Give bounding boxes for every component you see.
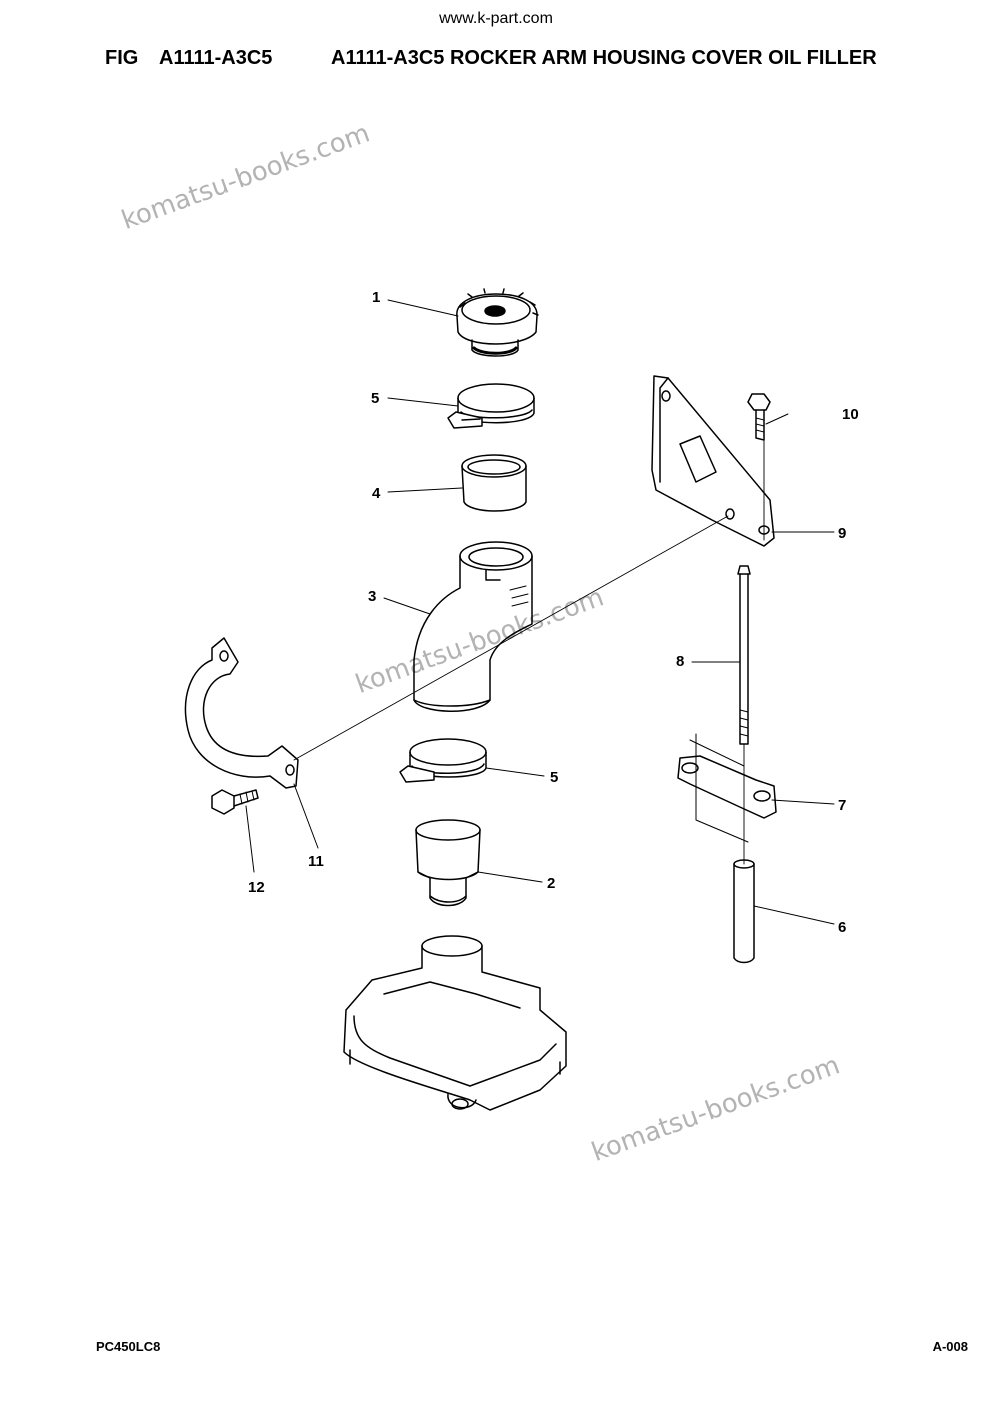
rocker-arm-housing-cover (343, 935, 567, 1111)
callout-1: 1 (372, 289, 380, 306)
callout-11: 11 (308, 853, 324, 870)
page-number: A-008 (932, 1339, 968, 1354)
callout-3: 3 (368, 588, 376, 605)
callout-6: 6 (838, 919, 846, 936)
hose-clamp-lower-part (399, 738, 487, 783)
callout-5-upper: 5 (371, 390, 379, 407)
bracket-part (651, 375, 775, 547)
callout-10: 10 (842, 406, 859, 423)
clamp-bracket-part (184, 637, 299, 789)
mounting-block-part (677, 733, 777, 843)
site-url: www.k-part.com (439, 10, 553, 27)
model-number: PC450LC8 (96, 1339, 161, 1354)
callout-8: 8 (676, 653, 684, 670)
coupling-part (461, 454, 527, 512)
callout-5-lower: 5 (550, 769, 558, 786)
bolt-upper-part (747, 393, 771, 441)
callout-7: 7 (838, 797, 846, 814)
callout-12: 12 (248, 879, 265, 896)
figure-title: A1111-A3C5 ROCKER ARM HOUSING COVER OIL … (331, 47, 877, 69)
hose-clamp-upper-part (447, 383, 535, 429)
figure-label: FIG (105, 47, 139, 69)
oil-filler-cap-part (456, 288, 539, 357)
callout-9: 9 (838, 525, 846, 542)
callout-4: 4 (372, 485, 381, 502)
rod-part (737, 565, 751, 745)
bolt-lower-part (211, 789, 259, 815)
elbow-hose-part (413, 541, 533, 712)
callout-2: 2 (547, 875, 555, 892)
spacer-tube-part (733, 859, 755, 964)
connector-part (415, 819, 481, 907)
figure-code: A1111-A3C5 (159, 47, 273, 69)
figure-header: FIG A1111-A3C5 A1111-A3C5 ROCKER ARM HOUSI… (105, 47, 877, 70)
